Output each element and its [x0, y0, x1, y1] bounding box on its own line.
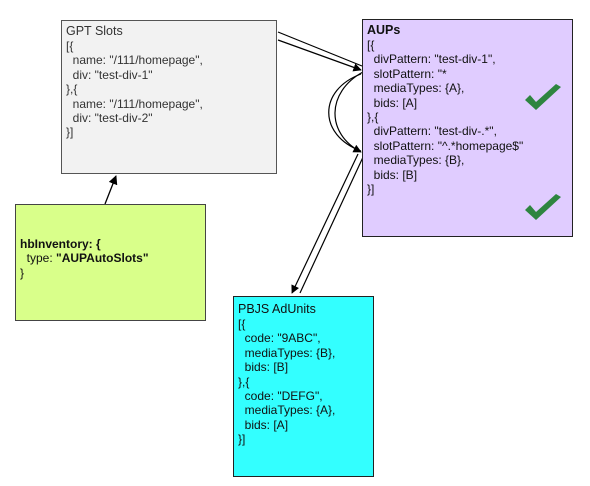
pbjs-adunits-line: code: "DEFG",	[238, 389, 323, 404]
aups-line: slotPattern: "^.*homepage$"	[367, 138, 524, 153]
arrow-aups-to-pbjs-2	[291, 153, 359, 294]
pbjs-adunits-line: mediaTypes: {A},	[238, 403, 336, 418]
pbjs-adunits-line: code: "9ABC",	[238, 331, 321, 346]
check-icon	[525, 194, 561, 220]
gpt-slots-line: div: "test-div-2"	[66, 111, 153, 126]
pbjs-adunits-line: bids: [A]	[238, 417, 289, 432]
aups-line: },{	[367, 110, 379, 125]
aups-line: bids: [B]	[367, 167, 418, 182]
pbjs-adunits-title: PBJS AdUnits	[238, 302, 316, 316]
aups-line: mediaTypes: {A},	[367, 81, 465, 96]
pbjs-adunits-line: [{	[238, 317, 246, 331]
gpt-slots-title: GPT Slots	[66, 24, 123, 38]
hb-inventory-close: }	[20, 265, 25, 280]
pbjs-adunits-line: bids: [B]	[238, 360, 289, 375]
hb-inventory-type-line: type: "AUPAutoSlots"	[20, 251, 205, 265]
arrow-gpt-to-aups-2	[277, 39, 362, 72]
gpt-slots-line: },{	[66, 82, 78, 97]
gpt-slots-line: name: "/111/homepage",	[66, 96, 203, 111]
gpt-slots-line: name: "/111/homepage",	[66, 53, 203, 68]
aups-line: divPattern: "test-div-.*",	[367, 124, 497, 139]
arrow-hb-to-gpt	[104, 175, 118, 205]
pbjs-adunits-box: PBJS AdUnits [{ code: "9ABC", mediaTypes…	[233, 296, 374, 477]
check-icon	[525, 84, 561, 110]
hb-inventory-box: hbInventory: { type: "AUPAutoSlots" }	[15, 204, 206, 321]
arrow-aup-loop-2	[334, 71, 364, 153]
arrow-aups-to-pbjs	[299, 154, 365, 294]
hb-inventory-type-value: "AUPAutoSlots"	[56, 251, 149, 266]
gpt-slots-line: div: "test-div-1"	[66, 67, 153, 82]
aups-line: bids: [A]	[367, 95, 418, 110]
aups-line: slotPattern: "*	[367, 66, 447, 81]
hb-inventory-header: hbInventory: {	[20, 237, 101, 251]
aups-line: divPattern: "test-div-1",	[367, 52, 496, 67]
gpt-slots-box: GPT Slots [{ name: "/111/homepage", div:…	[61, 20, 277, 174]
gpt-slots-line: }]	[66, 125, 74, 140]
hb-inventory-type-key: type:	[20, 251, 57, 266]
pbjs-adunits-line: }]	[238, 432, 246, 447]
pbjs-adunits-line: mediaTypes: {B},	[238, 345, 336, 360]
arrow-aup-loop	[328, 73, 362, 152]
aups-box: AUPs [{ divPattern: "test-div-1", slotPa…	[362, 19, 573, 237]
aups-line: [{	[367, 38, 375, 52]
arrow-gpt-to-aups	[277, 31, 363, 67]
pbjs-adunits-line: },{	[238, 374, 250, 389]
aups-line: mediaTypes: {B},	[367, 153, 465, 168]
gpt-slots-line: [{	[66, 39, 74, 53]
aups-line: }]	[367, 182, 375, 197]
aups-title: AUPs	[367, 23, 401, 37]
